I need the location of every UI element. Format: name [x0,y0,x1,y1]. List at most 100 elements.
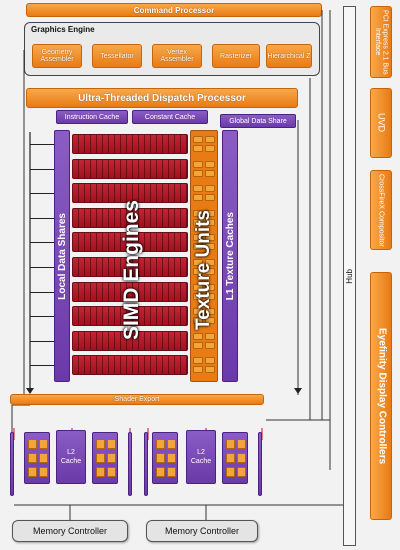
constant-cache-label: Constant Cache [144,113,196,121]
texture-unit-cell [205,341,215,349]
vertex-assembler: Vertex Assembler [152,44,202,68]
texture-unit-cell [193,366,203,374]
texture-unit-cell [193,259,203,266]
simd-row-connector [30,365,54,367]
rasterizer-label: Rasterizer [220,52,252,60]
constant-cache: Constant Cache [132,110,208,124]
texture-unit-cell [205,169,215,177]
hub-label: Hub [345,268,354,284]
rbe-side-bar [258,432,262,496]
render-backend-cell [96,439,105,449]
render-backend-cell [28,439,37,449]
crossfirex-compositor: CrossFireX Compositor [370,170,392,250]
simd-row-connector [30,193,54,195]
tessellator: Tessellator [92,44,142,68]
local-data-shares-label: Local Data Shares [56,212,68,300]
render-backend-unit [92,432,118,484]
instruction-cache-label: Instruction Cache [64,113,120,121]
texture-unit-cell [205,357,215,365]
render-backend-cell [237,467,246,477]
uvd: UVD [370,88,392,158]
texture-unit-cell [193,292,203,300]
render-backend-cell [167,439,176,449]
simd-engine-row [72,134,188,154]
texture-unit-cell [205,209,215,217]
l2-cache: L2 Cache [186,430,216,484]
render-backend-cell [39,467,48,477]
texture-unit-cell [193,283,203,291]
texture-unit-cell [205,366,215,374]
texture-unit-cell [205,317,215,325]
texture-unit-cell [193,341,203,349]
memory-controller-right-label: Memory Controller [164,526,240,536]
local-data-shares: Local Data Shares [54,130,70,382]
l1-texture-caches: L1 Texture Caches [222,130,238,382]
simd-row-connector [30,340,54,342]
texture-unit-cell [193,317,203,325]
render-backend-cell [96,467,105,477]
simd-row-connector [30,267,54,268]
render-backend-cell [107,467,116,477]
simd-row-connector [30,291,54,293]
eyefinity-display-controllers: Eyefinity Display Controllers [370,272,392,520]
dispatch-processor-label: Ultra-Threaded Dispatch Processor [78,92,246,104]
l2-cache-label: L2 Cache [190,448,212,465]
command-processor-label: Command Processor [133,5,215,15]
render-backend-cell [156,453,165,463]
render-backend-cell [107,453,116,463]
pcie-bus-interface: PCI Express 2.1 Bus Interface [370,6,392,78]
memory-controller-left: Memory Controller [12,520,128,542]
simd-engine-row [72,183,188,204]
render-backend-cell [156,467,165,477]
texture-unit-cell [193,308,203,316]
shader-export: Shader Export [10,394,264,405]
rbe-side-bar [128,432,132,496]
simd-engine-row [72,257,188,277]
texture-unit-cell [205,194,215,202]
hierarchical-z: Hierarchical Z [266,44,312,68]
texture-unit-cell [193,234,203,242]
texture-unit-cell [193,218,203,226]
render-backend-cell [39,439,48,449]
texture-unit-cell [205,259,215,266]
simd-engine-row [72,232,188,253]
texture-unit-cell [205,136,215,143]
render-backend-unit [24,432,50,484]
simd-row-connector [30,168,54,170]
instruction-cache: Instruction Cache [56,110,128,124]
render-backend-cell [226,439,235,449]
texture-unit-cell [193,136,203,143]
simd-row-connector [30,316,54,318]
texture-unit-cell [205,234,215,242]
texture-unit-cell [193,357,203,365]
render-backend-cell [28,453,37,463]
texture-unit-cell [193,169,203,177]
rbe-side-bar [144,432,148,496]
hierarchical-z-label: Hierarchical Z [267,52,311,60]
graphics-engine-title: Graphics Engine [31,25,95,34]
l2-cache: L2 Cache [56,430,86,484]
tessellator-label: Tessellator [100,52,134,60]
render-backend-cell [156,439,165,449]
texture-unit-cell [205,218,215,226]
memory-controller-left-label: Memory Controller [32,526,108,536]
texture-unit-cell [205,308,215,316]
hub: Hub [343,6,356,546]
command-processor: Command Processor [26,3,322,17]
simd-engine-row [72,330,188,351]
simd-engine-row [72,158,188,179]
texture-unit-cell [205,243,215,251]
render-backend-cell [237,439,246,449]
render-backend-cell [167,467,176,477]
global-data-share: Global Data Share [220,114,296,128]
l1-texture-caches-label: L1 Texture Caches [224,211,236,301]
texture-unit-cell [205,332,215,340]
dispatch-processor: Ultra-Threaded Dispatch Processor [26,88,298,108]
texture-unit-cell [193,145,203,152]
render-backend-cell [237,453,246,463]
texture-unit-cell [205,292,215,300]
texture-unit-cell [193,160,203,168]
vertex-assembler-label: Vertex Assembler [160,49,194,63]
texture-unit-cell [205,160,215,168]
render-backend-cell [39,453,48,463]
